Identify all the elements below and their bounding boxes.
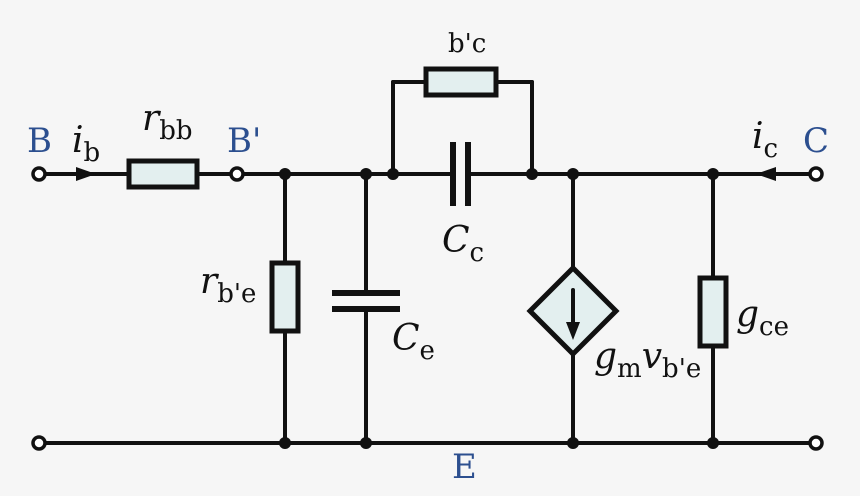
terminal-e-right: [808, 435, 824, 451]
node-label-bprime: B': [227, 121, 261, 161]
junction: [567, 168, 579, 180]
capacitor-cc: [450, 142, 471, 206]
junction: [279, 437, 291, 449]
resistor-rbc: [423, 66, 499, 98]
resistor-rbe: [269, 260, 301, 334]
label-ib: ib: [72, 120, 100, 168]
junction: [526, 168, 538, 180]
junction: [360, 168, 372, 180]
label-gm: gmvb'e: [594, 336, 701, 384]
junction: [707, 168, 719, 180]
current-source-arrow-head: [566, 322, 580, 340]
terminal-e-left: [31, 435, 47, 451]
dependent-current-source: [526, 264, 620, 358]
terminal-c: [808, 166, 824, 182]
label-rbe: rb'e: [200, 261, 256, 309]
label-ce: Ce: [392, 318, 435, 366]
node-label-c: C: [803, 121, 829, 161]
junction: [387, 168, 399, 180]
label-ic: ic: [752, 116, 778, 164]
capacitor-ce: [332, 290, 400, 312]
base-current-arrow: [76, 167, 96, 181]
junction: [707, 437, 719, 449]
junction: [279, 168, 291, 180]
label-rbb: rbb: [142, 98, 193, 146]
collector-current-arrow: [756, 167, 776, 181]
terminal-b: [31, 166, 47, 182]
label-rbc: b'c: [448, 29, 486, 59]
resistor-gce: [697, 275, 729, 349]
node-label-b: B: [27, 121, 52, 161]
junctions: [279, 168, 719, 449]
terminal-bprime: [229, 166, 245, 182]
label-gce: gce: [736, 294, 789, 342]
wires: [37, 80, 818, 445]
resistor-rbb: [126, 158, 200, 190]
node-label-e: E: [452, 447, 477, 487]
label-cc: Cc: [442, 220, 484, 268]
junction: [360, 437, 372, 449]
junction: [567, 437, 579, 449]
